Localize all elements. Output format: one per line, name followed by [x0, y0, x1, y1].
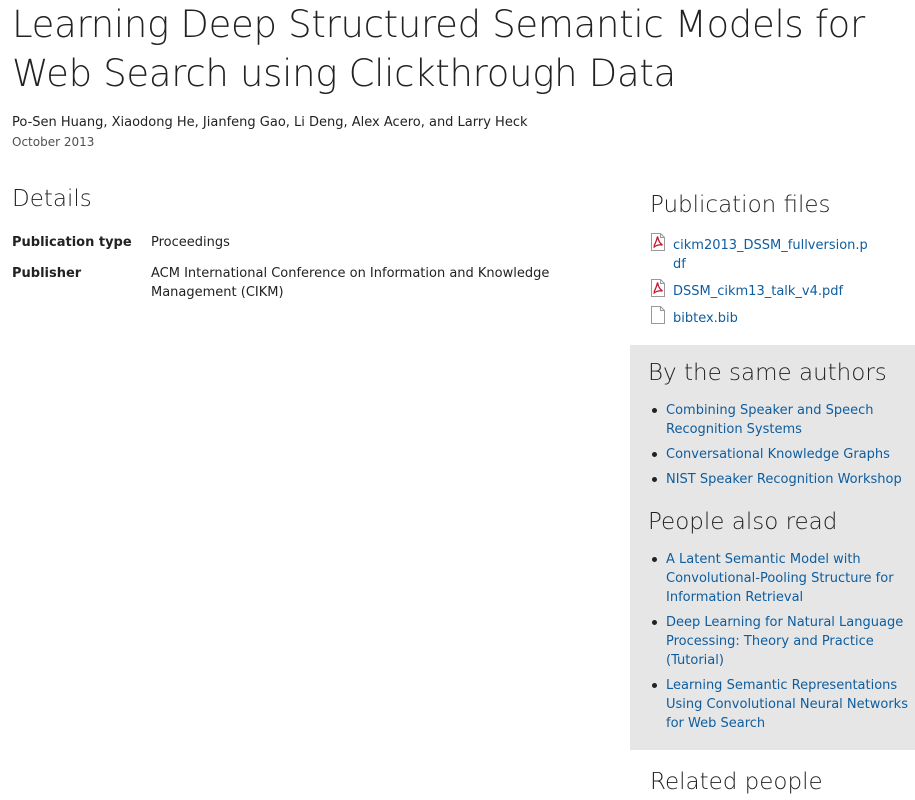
- related-content-panel: [630, 345, 915, 750]
- detail-label: Publisher: [12, 266, 82, 281]
- related-link[interactable]: NIST Speaker Recognition Workshop: [666, 472, 902, 487]
- list-item: NIST Speaker Recognition Workshop: [648, 470, 910, 489]
- file-link[interactable]: bibtex.bib: [673, 311, 738, 326]
- related-link[interactable]: Learning Semantic Representations Using …: [666, 678, 908, 731]
- same-authors-heading: By the same authors: [648, 360, 887, 386]
- author-list: Po-Sen Huang, Xiaodong He, Jianfeng Gao,…: [12, 115, 528, 130]
- pdf-file-icon: [650, 279, 666, 297]
- file-link[interactable]: cikm2013_DSSM_fullversion.pdf: [673, 238, 868, 272]
- list-item: Deep Learning for Natural Language Proce…: [648, 613, 910, 670]
- blank-file-icon: [650, 306, 666, 324]
- related-link[interactable]: Combining Speaker and Speech Recognition…: [666, 403, 874, 437]
- details-heading: Details: [12, 186, 92, 212]
- list-item: Combining Speaker and Speech Recognition…: [648, 401, 910, 439]
- detail-value: Proceedings: [151, 235, 230, 250]
- related-link[interactable]: Conversational Knowledge Graphs: [666, 447, 890, 462]
- related-link[interactable]: Deep Learning for Natural Language Proce…: [666, 615, 904, 668]
- list-item: Conversational Knowledge Graphs: [648, 445, 910, 464]
- publication-date: October 2013: [12, 135, 95, 149]
- same-authors-list: Combining Speaker and Speech Recognition…: [648, 401, 910, 495]
- detail-value: ACM International Conference on Informat…: [151, 266, 550, 300]
- publication-files-heading: Publication files: [650, 192, 831, 218]
- also-read-list: A Latent Semantic Model with Convolution…: [648, 550, 910, 739]
- file-link[interactable]: DSSM_cikm13_talk_v4.pdf: [673, 284, 844, 299]
- detail-label: Publication type: [12, 235, 132, 250]
- pdf-file-icon: [650, 233, 666, 251]
- related-people-heading: Related people: [650, 769, 823, 795]
- list-item: Learning Semantic Representations Using …: [648, 676, 910, 733]
- list-item: A Latent Semantic Model with Convolution…: [648, 550, 910, 607]
- related-link[interactable]: A Latent Semantic Model with Convolution…: [666, 552, 894, 605]
- also-read-heading: People also read: [648, 509, 838, 535]
- page-title: Learning Deep Structured Semantic Models…: [12, 3, 865, 95]
